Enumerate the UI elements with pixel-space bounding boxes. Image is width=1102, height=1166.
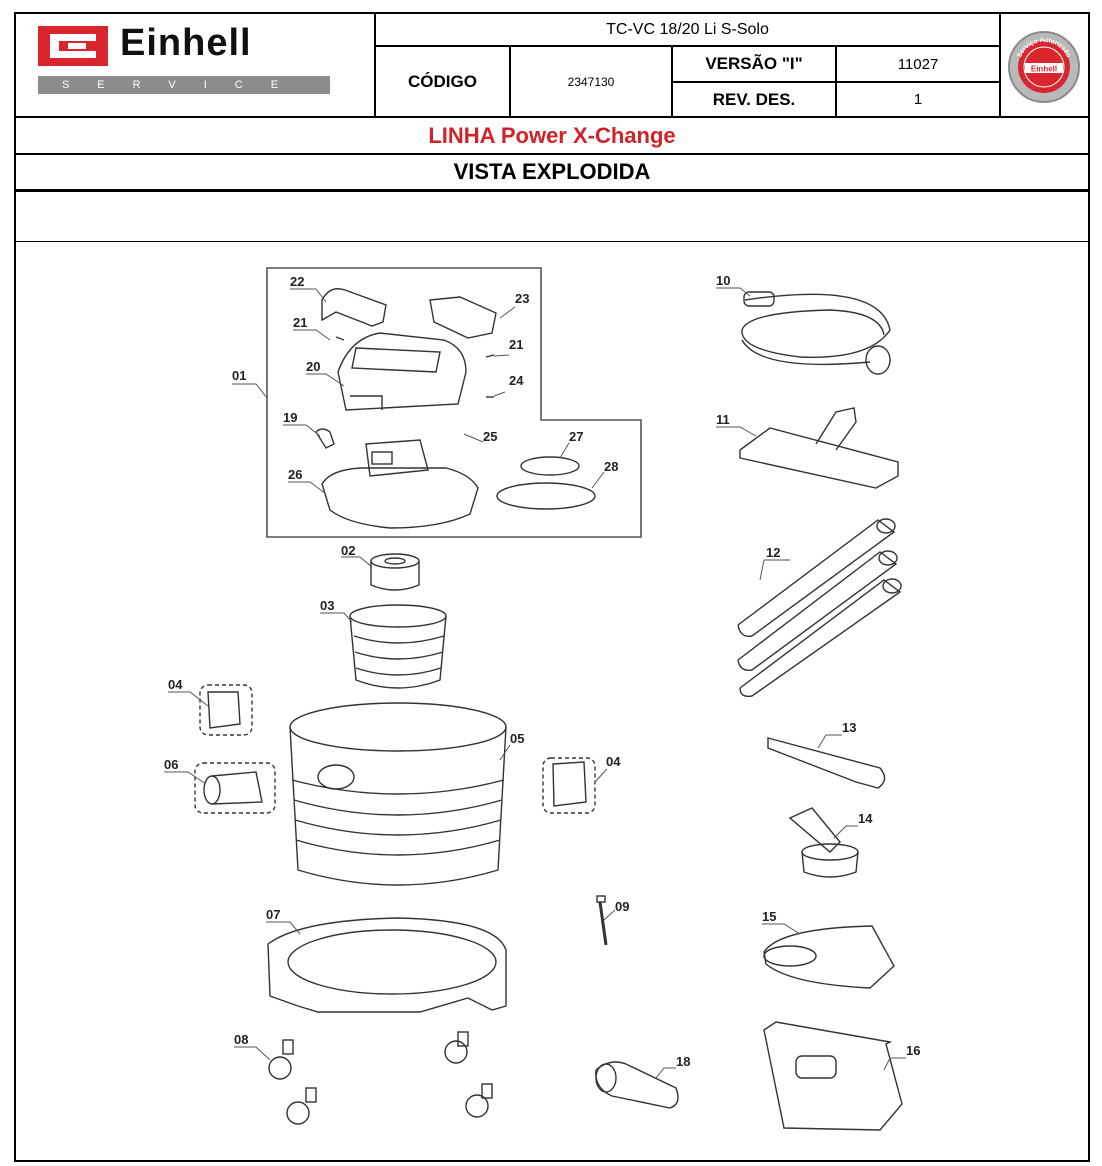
part-label: 01 (232, 368, 246, 383)
part-label: 21 (293, 315, 307, 330)
part-label: 06 (164, 757, 178, 772)
part-label: 19 (283, 410, 297, 425)
part-label: 28 (604, 459, 618, 474)
codigo-label: CÓDIGO (408, 71, 477, 91)
part-label: 07 (266, 907, 280, 922)
rev-label: REV. DES. (712, 89, 796, 109)
part-label: 09 (615, 899, 629, 914)
part-label: 23 (515, 291, 529, 306)
divider (999, 12, 1001, 116)
divider (374, 12, 376, 116)
part-label: 05 (510, 731, 524, 746)
part-label: 18 (676, 1054, 690, 1069)
part-label: 27 (569, 429, 583, 444)
part-label: 10 (716, 273, 730, 288)
part-label: 16 (906, 1043, 920, 1058)
rev-value: 1 (913, 91, 923, 108)
divider (835, 45, 837, 116)
versao-value: 11027 (897, 55, 939, 73)
logo-mark-icon (38, 26, 108, 66)
part-label: 25 (483, 429, 497, 444)
part-label: 22 (290, 274, 304, 289)
part-label: 03 (320, 598, 334, 613)
einhell-logo: Einhell SERVICE (38, 22, 330, 96)
divider (14, 241, 1090, 242)
part-label: 14 (858, 811, 873, 826)
divider (14, 153, 1090, 155)
divider (509, 45, 511, 116)
divider (14, 189, 1090, 192)
part-label: 02 (341, 543, 355, 558)
part-label: 20 (306, 359, 320, 374)
line-title: LINHA Power X-Change (428, 122, 676, 148)
part-label: 11 (716, 412, 730, 427)
versao-label: VERSÃO "I" (705, 54, 803, 73)
authorized-service-seal: Einhell Serviço Autorizado (1007, 30, 1081, 104)
divider (671, 45, 673, 116)
codigo-value: 2347130 (567, 74, 615, 89)
divider (374, 45, 999, 47)
part-label: 08 (234, 1032, 248, 1047)
part-label: 13 (842, 720, 856, 735)
exploded-view-diagram: 01 02 03 04 04 05 06 07 08 09 10 11 12 1… (164, 267, 920, 1131)
divider (14, 116, 1090, 118)
part-label: 15 (762, 909, 776, 924)
brand-name: Einhell (120, 22, 252, 64)
part-label: 26 (288, 467, 302, 482)
part-label: 21 (509, 337, 523, 352)
sheet-frame (14, 12, 1090, 1162)
seal-brand: Einhell (1031, 65, 1057, 74)
part-label: 24 (509, 373, 524, 388)
part-label: 04 (168, 677, 183, 692)
brand-service: SERVICE (38, 76, 330, 94)
model-name: TC-VC 18/20 Li S-Solo (606, 20, 769, 38)
part-label: 04 (606, 754, 621, 769)
view-title: VISTA EXPLODIDA (453, 159, 651, 184)
part-label: 12 (766, 545, 780, 560)
divider (671, 81, 999, 83)
